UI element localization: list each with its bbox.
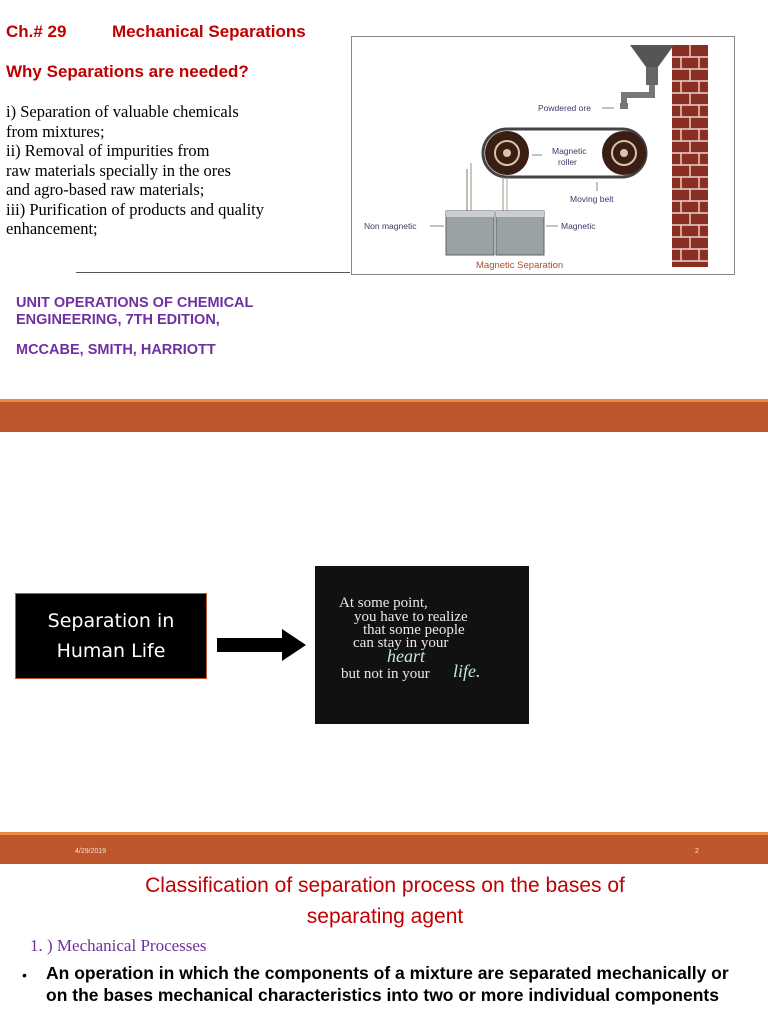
- quote-line: heart: [387, 646, 425, 666]
- label-moving-belt: Moving belt: [570, 194, 614, 204]
- quote-line: you have to realize: [354, 609, 468, 625]
- quote-line: At some point,: [339, 595, 428, 611]
- divider-line: [76, 272, 350, 273]
- reason-line: and agro-based raw materials;: [6, 180, 205, 199]
- bullet-icon: •: [22, 967, 27, 983]
- book-title-line: UNIT OPERATIONS OF CHEMICAL: [16, 295, 254, 311]
- book-title: UNIT OPERATIONS OF CHEMICAL ENGINEERING,…: [16, 295, 336, 329]
- collection-bins: [445, 210, 545, 256]
- slide-divider: [0, 402, 768, 432]
- brick-wall: [672, 45, 708, 267]
- box-line: Separation in: [47, 610, 175, 632]
- reason-line: iii) Purification of products and qualit…: [6, 199, 264, 219]
- label-non-magnetic: Non magnetic: [364, 221, 417, 231]
- slide-page-number: 2: [695, 848, 699, 855]
- quote-image: At some point, you have to realize that …: [315, 566, 529, 724]
- separation-in-human-life-box: Separation in Human Life: [15, 593, 207, 679]
- conveyor-belt: [481, 127, 648, 179]
- quote-line: life.: [453, 661, 481, 681]
- figure-caption: Magnetic Separation: [476, 260, 563, 271]
- reason-line: from mixtures;: [6, 121, 105, 141]
- arrow-right-icon: [217, 629, 306, 661]
- slide-divider-accent: [0, 399, 768, 402]
- label-magnetic: Magnetic: [561, 221, 596, 231]
- chapter-title: Mechanical Separations: [112, 22, 306, 41]
- box-line: Human Life: [56, 640, 166, 662]
- quote-line: that some people: [363, 622, 465, 638]
- quote-line: can stay in your: [353, 635, 449, 651]
- slide-footer-bar: [0, 835, 768, 864]
- hopper: [620, 45, 674, 109]
- falling-particles: [466, 163, 508, 229]
- quote-line: but not in your: [341, 666, 430, 682]
- title-line: Classification of separation process on …: [145, 874, 625, 897]
- reasons-list: i) Separation of valuable chemicals from…: [6, 102, 351, 239]
- chapter-number: Ch.# 29: [6, 22, 67, 41]
- label-magnetic-roller-2: roller: [558, 157, 577, 167]
- slide-date: 4/29/2019: [75, 848, 107, 855]
- subheading: 1. ) Mechanical Processes: [30, 936, 207, 955]
- label-powdered-ore: Powdered ore: [538, 103, 591, 113]
- reason-line: i) Separation of valuable chemicals: [6, 102, 239, 121]
- section-question: Why Separations are needed?: [6, 62, 249, 81]
- bullet-text: An operation in which the components of …: [46, 963, 729, 1005]
- book-title-line: ENGINEERING, 7TH EDITION,: [16, 312, 220, 328]
- label-magnetic-roller-1: Magnetic: [552, 146, 587, 156]
- reason-line: raw materials specially in the ores: [6, 160, 231, 180]
- reason-line: ii) Removal of impurities from: [6, 141, 210, 160]
- slide-divider-accent: [0, 832, 768, 835]
- slide-title: Classification of separation process on …: [40, 870, 730, 932]
- reason-line: enhancement;: [6, 219, 98, 238]
- book-authors: MCCABE, SMITH, HARRIOTT: [16, 342, 216, 358]
- magnetic-separation-figure: Powdered ore Magnetic roller Moving belt…: [351, 36, 735, 275]
- chapter-heading: Ch.# 29 Mechanical Separations: [6, 22, 306, 42]
- title-line: separating agent: [306, 905, 464, 928]
